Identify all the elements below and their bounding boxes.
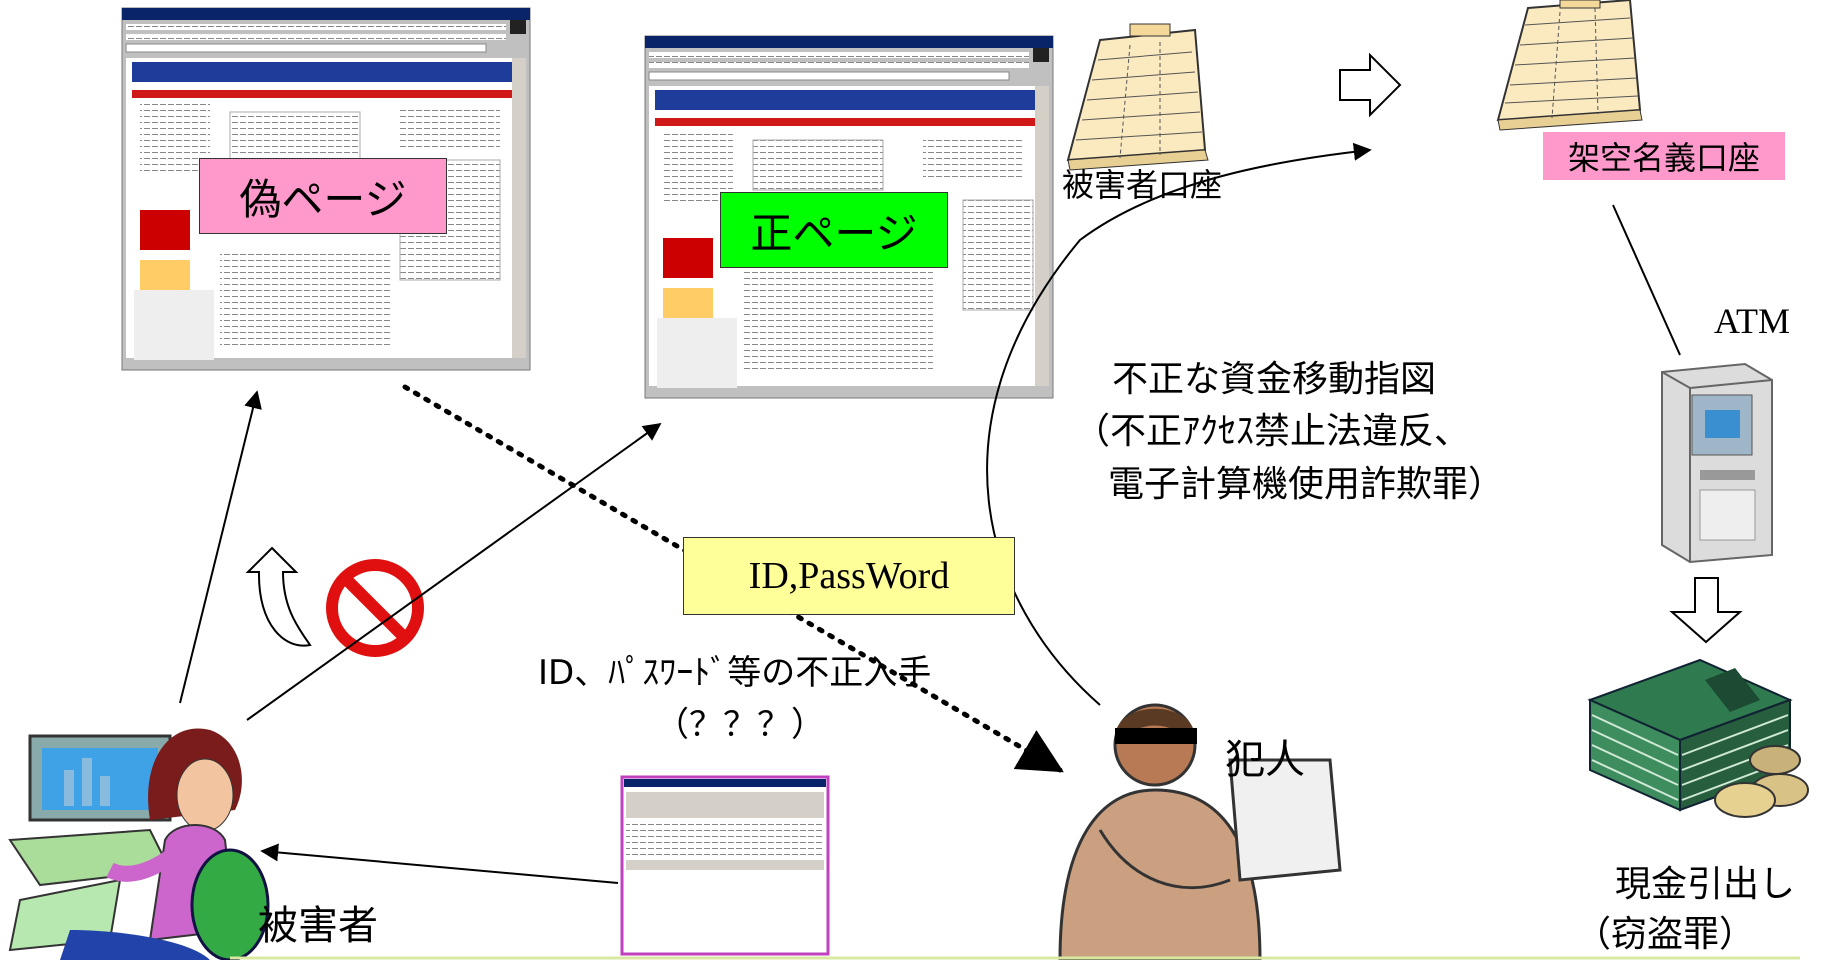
withdraw-hollow-arrow-icon — [1669, 577, 1743, 644]
arrow-victim-to-fake-page — [179, 390, 262, 704]
email-window-icon — [620, 775, 830, 956]
victim-label: 被害者 — [258, 903, 378, 949]
line-account-to-atm — [1612, 204, 1681, 356]
criminal-icon — [1058, 703, 1342, 960]
fictitious-account-ledger-icon — [1496, 0, 1643, 131]
acquisition-line-1: ID、ﾊﾟｽﾜｰﾄﾞ等の不正入手 — [538, 653, 932, 693]
return-curved-arrow-icon — [245, 546, 312, 647]
cash-stack-icon — [1587, 658, 1809, 818]
criminal-label: 犯人 — [1225, 737, 1305, 783]
instruction-line-1: 不正な資金移動指図 — [1112, 359, 1437, 400]
fake-page-label: 偽ページ — [199, 158, 447, 234]
prohibited-icon — [326, 559, 424, 657]
withdrawal-line-2: （窃盗罪） — [1575, 914, 1756, 955]
instruction-line-3: 電子計算機使用詐欺罪） — [1108, 464, 1505, 505]
arrow-email-to-victim — [260, 843, 619, 884]
victim-account-ledger-icon — [1066, 23, 1209, 171]
id-password-label: ID,PassWord — [683, 537, 1015, 615]
real-page-label: 正ページ — [720, 192, 948, 268]
victim-at-computer-icon — [8, 728, 270, 960]
atm-icon — [1661, 362, 1773, 564]
fake-page-screenshot — [121, 7, 531, 371]
instruction-line-2: （不正ｱｸｾｽ禁止法違反、 — [1074, 411, 1471, 452]
arrow-criminal-to-fictitious-account — [986, 142, 1372, 706]
withdrawal-line-1: 現金引出し — [1615, 864, 1796, 905]
arrow-victim-to-real-page — [246, 422, 662, 721]
transfer-hollow-arrow-icon — [1339, 52, 1402, 118]
victim-account-label: 被害者口座 — [1062, 166, 1223, 204]
atm-label: ATM — [1714, 301, 1791, 341]
fictitious-account-label: 架空名義口座 — [1543, 132, 1785, 180]
acquisition-line-2: （？？？） — [655, 705, 825, 745]
